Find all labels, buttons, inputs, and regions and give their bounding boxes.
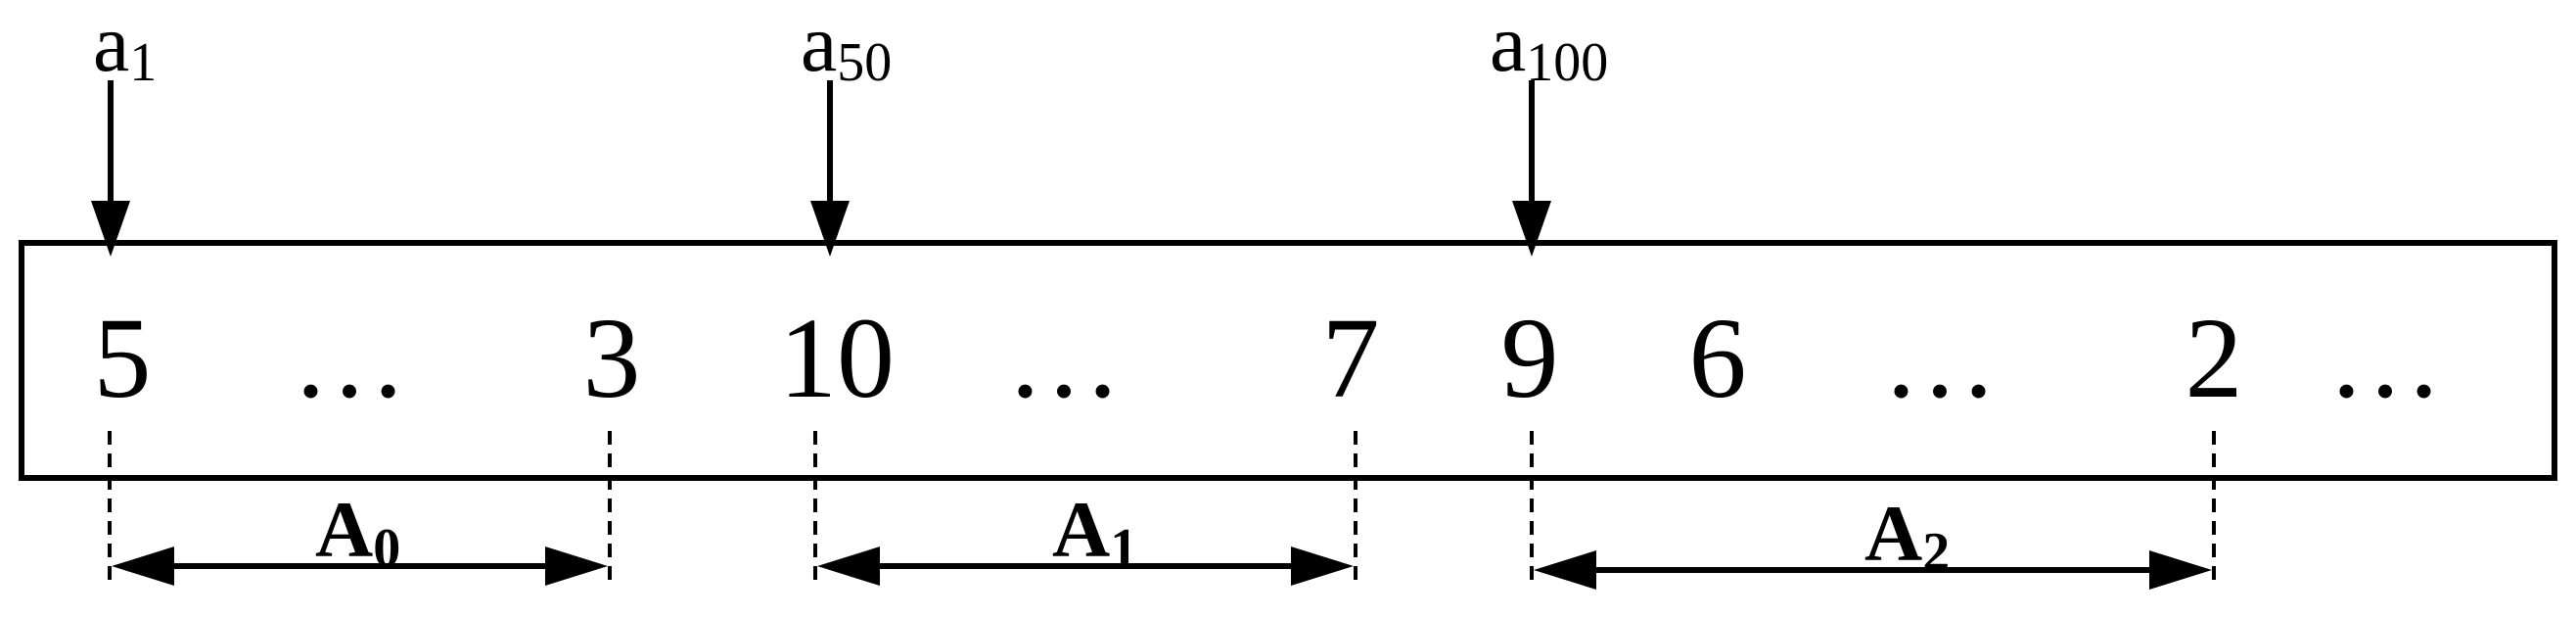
segment-label-A0: A0: [315, 485, 400, 579]
cell-value: 2: [2185, 294, 2243, 422]
cell-value: 10: [779, 294, 895, 422]
ellipsis: …: [1006, 294, 1127, 422]
pointer-label-a100: a100: [1490, 0, 1608, 93]
pointer-arrow-a100: [1512, 80, 1551, 257]
segment-boundaries: [108, 431, 2216, 580]
ellipsis: …: [2327, 294, 2449, 422]
cell-value: 9: [1501, 294, 1559, 422]
segment-arrow-A1: [817, 547, 1354, 586]
pointer-label-a50: a50: [801, 0, 892, 93]
cell-value: 6: [1689, 294, 1747, 422]
pointer-arrow-a1: [91, 80, 130, 257]
cell-value: 5: [94, 294, 152, 422]
segment-arrow-A2: [1534, 550, 2212, 590]
cell-value: 3: [583, 294, 641, 422]
array-box: [19, 240, 2557, 481]
segment-arrow-A0: [112, 547, 608, 586]
pointer-label-a1: a1: [93, 0, 157, 93]
ellipsis: …: [1882, 294, 2003, 422]
segment-label-A1: A1: [1052, 485, 1137, 579]
segment-label-A2: A2: [1864, 489, 1950, 583]
cell-value: 7: [1322, 294, 1380, 422]
ellipsis: …: [292, 294, 413, 422]
pointer-arrow-a50: [810, 80, 850, 257]
